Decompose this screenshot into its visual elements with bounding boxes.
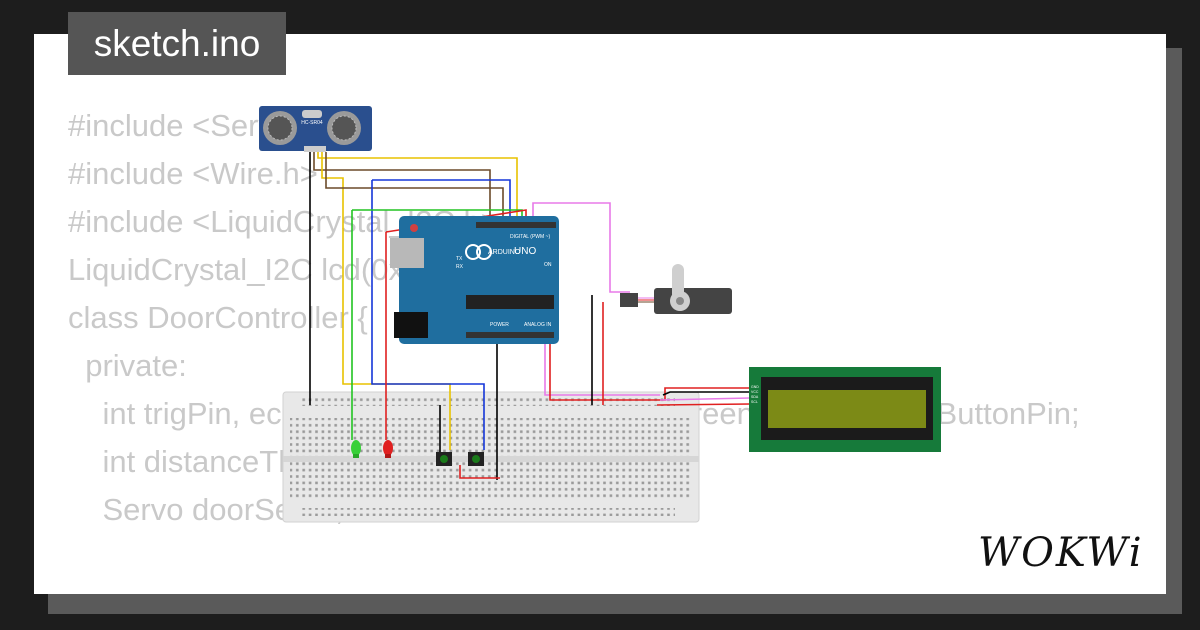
red-led[interactable] <box>383 440 393 458</box>
wires <box>309 152 751 480</box>
arduino-brand: ARDUINO <box>488 249 521 256</box>
arduino-power-label: POWER <box>490 322 509 328</box>
code-line: private: <box>68 348 187 383</box>
sketch-title-tab[interactable]: sketch.ino <box>68 12 286 75</box>
servo-motor[interactable] <box>620 264 732 314</box>
push-button-open[interactable] <box>436 452 452 466</box>
lcd-display[interactable]: GND VCC SDA SCL <box>749 367 941 452</box>
arduino-tx-label: TX <box>456 256 463 262</box>
push-button-close[interactable] <box>468 452 484 466</box>
arduino-analog-label: ANALOG IN <box>524 322 552 328</box>
arduino-model: UNO <box>514 246 536 257</box>
arduino-digital-label: DIGITAL (PWM ~) <box>510 234 550 240</box>
lcd-pin-vcc: VCC <box>751 390 759 394</box>
preview-card[interactable]: #include <Servo.h> #include <Wire.h> #in… <box>34 34 1166 594</box>
lcd-pin-scl: SCL <box>751 400 758 404</box>
lcd-pin-sda: SDA <box>751 395 759 399</box>
arduino-uno[interactable]: ARDUINO UNO DIGITAL (PWM ~) POWER ANALOG… <box>390 216 559 344</box>
breadboard[interactable] <box>282 391 700 523</box>
wokwi-logo: WOKWi <box>978 530 1144 576</box>
ultrasonic-sensor[interactable]: HC-SR04 <box>259 106 372 152</box>
arduino-rx-label: RX <box>456 264 464 270</box>
code-line: class DoorController { <box>68 300 368 335</box>
arduino-on-label: ON <box>544 262 552 268</box>
lcd-pin-gnd: GND <box>751 385 759 389</box>
code-line: #include <Wire.h> <box>68 156 318 191</box>
sensor-label: HC-SR04 <box>301 120 323 126</box>
sketch-title: sketch.ino <box>93 22 261 64</box>
green-led[interactable] <box>351 440 361 458</box>
